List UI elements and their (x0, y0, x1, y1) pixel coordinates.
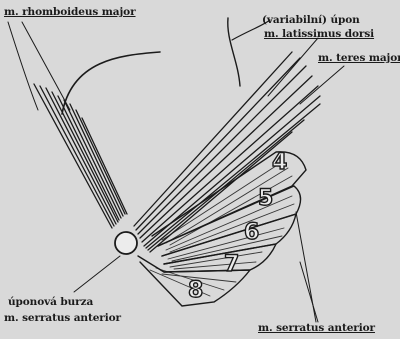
label-rhomboideus-major: m. rhomboideus major (4, 6, 136, 18)
shoulder-outline (228, 18, 240, 86)
scapula-outline (62, 52, 160, 114)
label-bursa: úponová burza (8, 296, 93, 308)
label-serratus-anterior-left: m. serratus anterior (4, 312, 121, 324)
label-variable-insertion: (variabilní) úpon (262, 14, 360, 26)
rib-label-4: 4 (272, 150, 287, 175)
label-teres-major: m. teres major (318, 52, 400, 64)
rhomboideus-fibres (34, 84, 127, 228)
rib-label-7: 7 (224, 252, 239, 277)
rib-label-6: 6 (244, 220, 259, 245)
label-latissimus-dorsi: m. latissimus dorsi (264, 28, 374, 40)
label-serratus-anterior-right: m. serratus anterior (258, 322, 375, 334)
rib-label-5: 5 (258, 186, 273, 211)
teres-major-fibres (134, 52, 320, 252)
rib-label-8: 8 (188, 278, 203, 303)
bursa-circle (115, 232, 137, 254)
